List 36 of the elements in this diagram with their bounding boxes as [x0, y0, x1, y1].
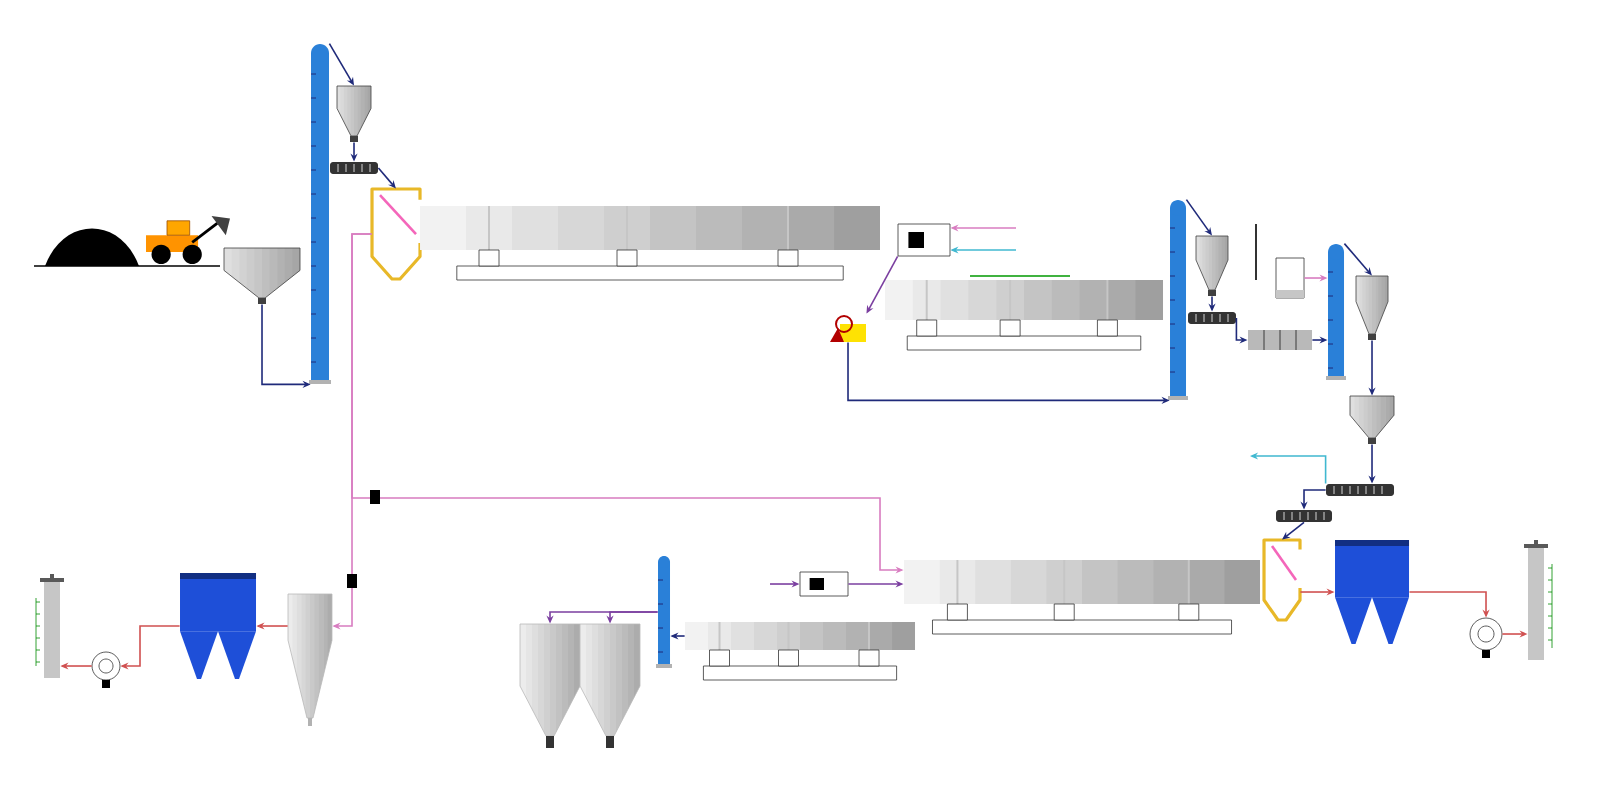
bucket-elevator [1326, 244, 1346, 380]
bucket-elevator [656, 556, 672, 668]
silo [519, 623, 581, 748]
rotary-kiln [885, 279, 1163, 351]
cyclone [287, 593, 333, 726]
feeder [830, 315, 866, 342]
kiln-hood [370, 187, 422, 281]
mixer [1248, 329, 1312, 351]
rotary-kiln [685, 621, 915, 681]
screw-conveyor [330, 162, 378, 174]
rotary-kiln [904, 559, 1260, 635]
bucket-elevator [309, 44, 331, 384]
bucket-elevator [1168, 200, 1188, 400]
material-pile [45, 228, 139, 266]
bag-filter [180, 573, 256, 679]
hopper [1195, 235, 1229, 296]
arrow [1282, 521, 1305, 540]
rotary-kiln [420, 205, 880, 281]
hopper [1349, 395, 1395, 444]
dust-collector [1275, 257, 1305, 299]
screw-conveyor [1188, 312, 1236, 324]
wheel-loader-drawing [146, 216, 230, 264]
bag-filter [1335, 540, 1409, 644]
hopper [223, 247, 301, 304]
hopper [336, 85, 372, 142]
chimney [1524, 540, 1553, 660]
kiln-hood [1262, 538, 1302, 622]
burner [897, 223, 951, 257]
silo [579, 623, 641, 748]
burner [799, 571, 849, 597]
chimney [35, 574, 64, 678]
fan [1469, 617, 1503, 658]
screw-conveyor [1326, 484, 1394, 496]
hopper [1355, 275, 1389, 340]
screw-conveyor [1276, 510, 1332, 522]
fan [91, 651, 121, 688]
